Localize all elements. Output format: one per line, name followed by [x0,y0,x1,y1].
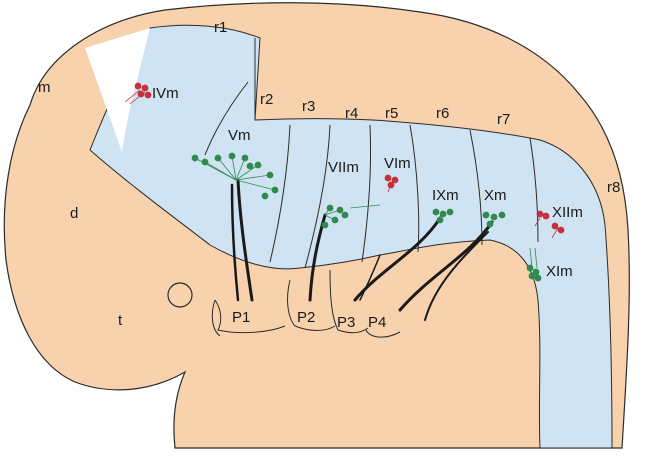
label-viim: VIIm [328,159,359,176]
label-d: d [70,205,78,222]
label-r3: r3 [302,98,315,115]
label-ixm: IXm [432,187,459,204]
label-p4: P4 [368,314,386,331]
label-r1: r1 [214,19,227,36]
label-xim: XIm [546,263,573,280]
label-r5: r5 [385,105,398,122]
label-r8: r8 [607,179,620,196]
label-r2: r2 [260,91,273,108]
label-p2: P2 [297,309,315,326]
label-m: m [38,79,51,96]
label-p1: P1 [232,309,250,326]
label-r4: r4 [345,105,358,122]
label-xiim: XIIm [552,204,583,221]
label-r7: r7 [497,111,510,128]
label-p3: P3 [337,314,355,331]
label-vm: Vm [228,127,251,144]
label-r6: r6 [436,105,449,122]
label-xm: Xm [484,187,507,204]
label-ivm: IVm [152,85,179,102]
otic-vesicle [168,283,192,307]
label-vim: VIm [384,155,411,172]
